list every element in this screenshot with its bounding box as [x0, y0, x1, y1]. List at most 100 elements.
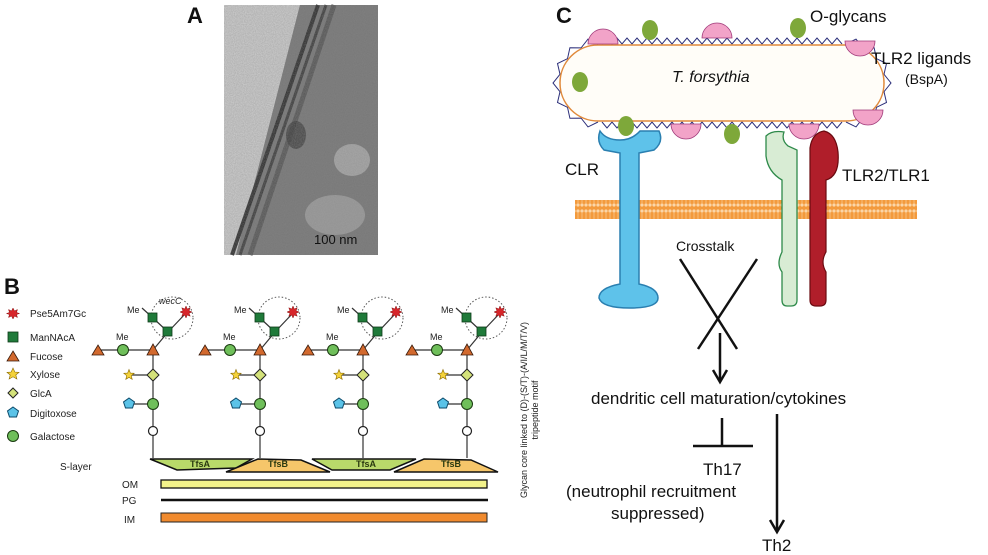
legend: Pse5Am7Gc ManNAcA Fucose Xylose GlcA Dig… — [5, 307, 86, 443]
wecc-region — [257, 296, 301, 340]
xylose-icon — [123, 368, 135, 381]
s-layer: TfsA TfsB TfsA TfsB — [149, 458, 499, 473]
fucose-icon — [405, 344, 419, 356]
mannaca-icon — [254, 312, 265, 323]
mannaca-icon — [147, 312, 158, 323]
legend-label: Pse5Am7Gc — [30, 309, 86, 320]
legend-item: Pse5Am7Gc — [5, 307, 86, 320]
legend-label: Fucose — [30, 352, 63, 363]
xylose-icon — [437, 368, 449, 381]
linker-sugar-icon — [461, 425, 473, 437]
galactose-icon — [147, 398, 159, 410]
digitoxose-icon — [332, 397, 346, 409]
pse5am7gc-icon — [286, 305, 300, 319]
fucose-icon — [146, 343, 160, 356]
panel-label-b: B — [4, 274, 20, 299]
methyl-label: Me — [430, 332, 443, 342]
mannaca-icon — [476, 326, 487, 337]
tlr2-ligands-label: TLR2 ligands — [871, 49, 971, 68]
em-micrograph — [224, 4, 378, 256]
legend-item: GlcA — [7, 387, 52, 400]
mannaca-icon — [461, 312, 472, 323]
tlr-label: TLR2/TLR1 — [842, 166, 930, 185]
tlr2-ligand-icon — [852, 109, 884, 126]
galactose-icon — [117, 344, 129, 356]
xylose-icon — [333, 368, 345, 381]
methyl-label: Me — [234, 305, 247, 315]
legend-label: Digitoxose — [30, 409, 77, 420]
digitoxose-icon — [6, 406, 20, 418]
glca-icon — [356, 368, 370, 382]
crosstalk-label: Crosstalk — [676, 238, 735, 254]
glca-icon — [146, 368, 160, 382]
legend-item: Fucose — [6, 350, 63, 363]
fucose-icon — [460, 343, 474, 356]
fimbriae — [601, 37, 843, 45]
mannaca-icon — [372, 326, 383, 337]
s-layer-protein-tfsb: TfsB — [393, 458, 499, 473]
legend-item: Galactose — [7, 430, 75, 443]
fucose-icon — [253, 343, 267, 356]
panel-label-c: C — [556, 3, 572, 28]
arrow-to-th2 — [768, 414, 786, 535]
fucose-icon — [301, 344, 315, 356]
glca-icon — [7, 387, 19, 399]
digitoxose-icon — [122, 397, 136, 409]
glca-icon — [253, 368, 267, 382]
legend-item: Digitoxose — [6, 406, 77, 420]
fimbriae — [601, 121, 843, 129]
galactose-icon — [357, 398, 369, 410]
pse5am7gc-icon — [5, 307, 21, 320]
wecc-region — [150, 296, 194, 340]
th2-label: Th2 — [762, 536, 791, 555]
crosstalk-cross — [678, 258, 759, 350]
mannaca-icon — [7, 331, 19, 343]
svg-text:TfsB: TfsB — [441, 459, 462, 469]
tlr2-ligand-icon — [670, 123, 702, 140]
svg-text:TfsA: TfsA — [356, 459, 377, 469]
rotated-caption: Glycan core linked to (D)-(S/T)-(A/I/L/M… — [519, 322, 540, 498]
s-layer-protein-tfsa: TfsA — [311, 458, 417, 471]
mannaca-icon — [357, 312, 368, 323]
cell-membrane — [575, 200, 917, 219]
o-glycan-icon — [724, 124, 740, 144]
th17-note-line1: (neutrophil recruitment — [566, 482, 736, 501]
galactose-icon — [327, 344, 339, 356]
methyl-label: Me — [127, 305, 140, 315]
inner-membrane — [160, 512, 488, 523]
dc-maturation-label: dendritic cell maturation/cytokines — [591, 389, 846, 408]
tlr1-receptor — [809, 130, 839, 307]
tlr2-receptor — [765, 130, 798, 307]
s-layer-protein-tfsb: TfsB — [225, 458, 331, 473]
digitoxose-icon — [436, 397, 450, 409]
legend-label: GlcA — [30, 389, 52, 400]
bacterium — [552, 18, 892, 144]
legend-label: Xylose — [30, 370, 60, 381]
inhibition-symbol — [693, 418, 753, 448]
pse5am7gc-icon — [389, 305, 403, 319]
scale-bar-label: 100 nm — [314, 232, 357, 247]
wecc-label: wecC — [159, 296, 182, 306]
tlr2-ligand-icon — [587, 28, 619, 45]
mannaca-icon — [269, 326, 280, 337]
methyl-label: Me — [116, 332, 129, 342]
fucose-icon — [198, 344, 212, 356]
galactose-icon — [254, 398, 266, 410]
arrow-to-dc — [711, 333, 729, 385]
o-glycans-label: O-glycans — [810, 7, 887, 26]
bacterial-cell-body — [559, 44, 885, 122]
galactose-icon — [224, 344, 236, 356]
pse5am7gc-icon — [493, 305, 507, 319]
om-label: OM — [122, 480, 138, 491]
linker-sugar-icon — [357, 425, 369, 437]
svg-text:Glycan core linked to (D)-(S/T: Glycan core linked to (D)-(S/T)-(A/I/L/M… — [519, 322, 529, 498]
methyl-label: Me — [326, 332, 339, 342]
glca-icon — [460, 368, 474, 382]
galactose-icon — [431, 344, 443, 356]
mannaca-icon — [162, 326, 173, 337]
clr-label: CLR — [565, 160, 599, 179]
fucose-icon — [356, 343, 370, 356]
